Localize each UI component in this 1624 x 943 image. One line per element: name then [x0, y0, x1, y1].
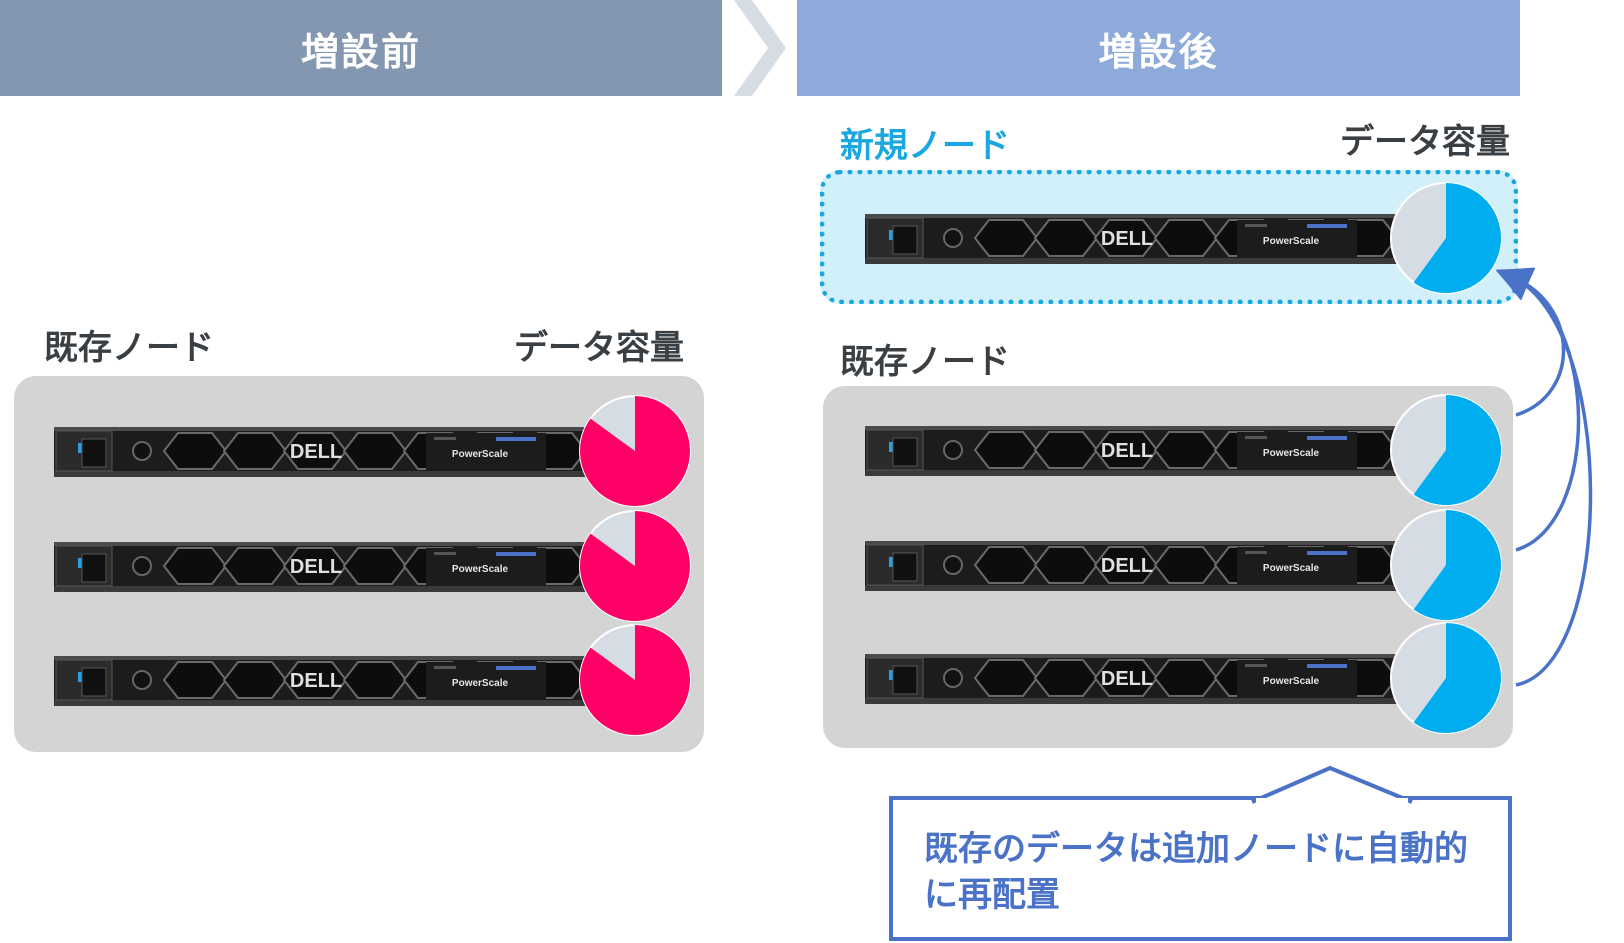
capacity-pie-slice [580, 396, 690, 506]
dell-logo: DELL [290, 441, 342, 463]
dell-logo: DELL [290, 670, 342, 692]
server-unit: DELL PowerScale [54, 656, 594, 706]
server-unit: DELL PowerScale [865, 541, 1405, 591]
existing-node-label-before: 既存ノード [44, 328, 214, 368]
powerscale-label: PowerScale [1263, 448, 1320, 459]
capacity-pie-slice [580, 625, 690, 735]
server-unit: DELL PowerScale [54, 542, 594, 592]
note-box [889, 796, 1512, 941]
header-after: 増設後 [797, 0, 1520, 96]
server-unit: DELL PowerScale [865, 654, 1405, 704]
capacity-pie [1390, 509, 1502, 621]
server-unit: DELL PowerScale [865, 426, 1405, 476]
redistribution-arrows [1495, 267, 1593, 687]
note-text: 既存のデータは追加ノードに自動的に再配置 [924, 829, 1468, 915]
dell-logo: DELL [1101, 228, 1153, 250]
capacity-pie-slice [1413, 623, 1501, 733]
data-capacity-label-before: データ容量 [514, 328, 684, 368]
powerscale-label: PowerScale [452, 449, 509, 460]
powerscale-label: PowerScale [1263, 236, 1320, 247]
server-unit: DELL PowerScale [54, 427, 594, 477]
capacity-pie-slice [1413, 183, 1501, 293]
existing-node-label-after: 既存ノード [840, 342, 1010, 382]
capacity-pie-slice [1413, 510, 1501, 620]
dell-logo: DELL [1101, 668, 1153, 690]
chevron-right-icon [734, 0, 786, 96]
new-node-label: 新規ノード [840, 126, 1010, 166]
capacity-pie [1390, 394, 1502, 506]
dell-logo: DELL [290, 556, 342, 578]
powerscale-label: PowerScale [1263, 676, 1320, 687]
data-capacity-label-after: データ容量 [1340, 122, 1510, 162]
capacity-pie [1390, 622, 1502, 734]
capacity-pie [1390, 182, 1502, 294]
capacity-pie [579, 624, 691, 736]
arrow-from-node-3 [1496, 268, 1593, 687]
powerscale-label: PowerScale [1263, 563, 1320, 574]
header-before: 増設前 [0, 0, 722, 96]
capacity-pie-slice [580, 511, 690, 621]
powerscale-label: PowerScale [452, 564, 509, 575]
server-unit: DELL PowerScale [865, 214, 1405, 264]
powerscale-label: PowerScale [452, 678, 509, 689]
capacity-pie [579, 510, 691, 622]
dell-logo: DELL [1101, 440, 1153, 462]
dell-logo: DELL [1101, 555, 1153, 577]
capacity-pie-slice [1413, 395, 1501, 505]
capacity-pie [579, 395, 691, 507]
note-callout-pointer-fill [1251, 765, 1413, 804]
